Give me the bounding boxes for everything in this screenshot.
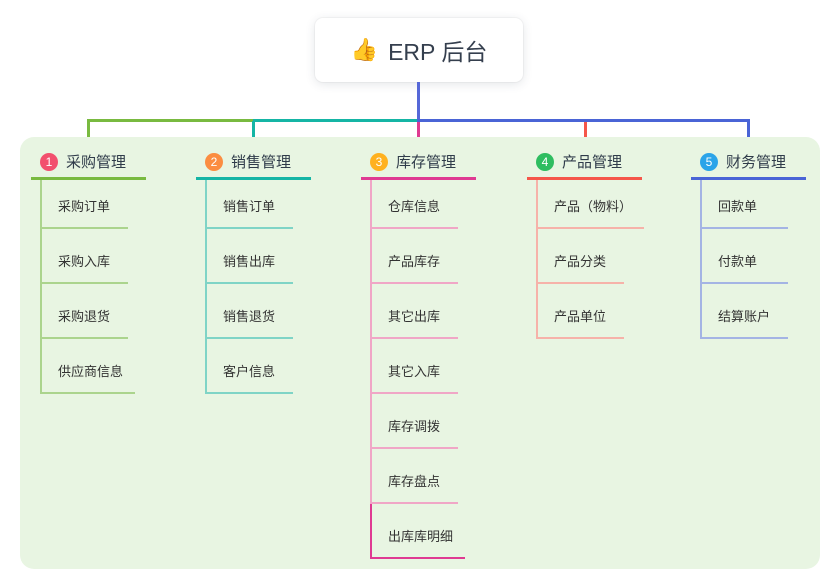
child-node[interactable]: 产品分类 [536,229,624,284]
child-node[interactable]: 出库库明细 [370,504,466,559]
connector-horizontal-blue [417,119,750,122]
branch-title-inventory[interactable]: 3 库存管理 [361,146,476,180]
branch-title-product[interactable]: 4 产品管理 [527,146,642,180]
child-node[interactable]: 回款单 [700,180,788,229]
connector-drop-inventory [417,122,420,147]
branch-title-sales[interactable]: 2 销售管理 [196,146,311,180]
branch-title-label: 财务管理 [726,154,787,171]
branches-panel: 1 采购管理 采购订单 采购入库 采购退货 供应商信息 2 销售管理 销售订单 … [20,137,820,569]
child-node[interactable]: 客户信息 [205,339,293,394]
branch-purchase: 1 采购管理 采购订单 采购入库 采购退货 供应商信息 [31,146,146,394]
branch-title-purchase[interactable]: 1 采购管理 [31,146,146,180]
branch-children-finance: 回款单 付款单 结算账户 [700,180,788,339]
branch-title-label: 采购管理 [66,154,127,171]
branch-title-label: 产品管理 [562,154,623,171]
thumbs-up-icon: 👍 [350,37,379,62]
connector-horizontal-green [87,119,255,122]
branch-children-inventory: 仓库信息 产品库存 其它出库 其它入库 库存调拨 库存盘点 出库库明细 [370,180,466,559]
connector-horizontal-teal [253,119,420,122]
branch-product: 4 产品管理 产品（物料） 产品分类 产品单位 [527,146,645,339]
connector-drop-sales [252,121,255,147]
child-node[interactable]: 销售订单 [205,180,293,229]
branch-children-product: 产品（物料） 产品分类 产品单位 [536,180,645,339]
branch-children-purchase: 采购订单 采购入库 采购退货 供应商信息 [40,180,136,394]
connector-drop-finance [747,121,750,147]
child-node[interactable]: 采购退货 [40,284,128,339]
child-node[interactable]: 采购订单 [40,180,128,229]
child-node[interactable]: 付款单 [700,229,788,284]
connector-drop-purchase [87,121,90,147]
child-node[interactable]: 产品库存 [370,229,458,284]
child-node[interactable]: 库存盘点 [370,449,458,504]
branch-number-badge: 5 [700,152,718,171]
child-node[interactable]: 销售退货 [205,284,293,339]
branch-number-badge: 2 [205,152,223,171]
child-node[interactable]: 库存调拨 [370,394,458,449]
branch-number-badge: 4 [536,152,554,171]
child-node[interactable]: 采购入库 [40,229,128,284]
branch-title-label: 库存管理 [396,154,457,171]
connector-root-trunk [417,82,420,122]
branch-title-finance[interactable]: 5 财务管理 [691,146,806,180]
child-node[interactable]: 结算账户 [700,284,788,339]
child-node[interactable]: 销售出库 [205,229,293,284]
root-node-erp[interactable]: 👍 ERP 后台 [315,18,523,82]
connector-drop-product [584,122,587,147]
branch-title-label: 销售管理 [231,154,292,171]
child-node[interactable]: 仓库信息 [370,180,458,229]
child-node[interactable]: 产品（物料） [536,180,645,229]
branch-finance: 5 财务管理 回款单 付款单 结算账户 [691,146,806,339]
branch-number-badge: 3 [370,152,388,171]
branch-sales: 2 销售管理 销售订单 销售出库 销售退货 客户信息 [196,146,311,394]
branch-inventory: 3 库存管理 仓库信息 产品库存 其它出库 其它入库 库存调拨 库存盘点 出库库… [361,146,476,559]
branch-children-sales: 销售订单 销售出库 销售退货 客户信息 [205,180,293,394]
branch-number-badge: 1 [40,152,58,171]
child-node[interactable]: 供应商信息 [40,339,136,394]
root-node-label: ERP 后台 [388,39,488,65]
child-node[interactable]: 其它入库 [370,339,458,394]
child-node[interactable]: 产品单位 [536,284,624,339]
child-node[interactable]: 其它出库 [370,284,458,339]
